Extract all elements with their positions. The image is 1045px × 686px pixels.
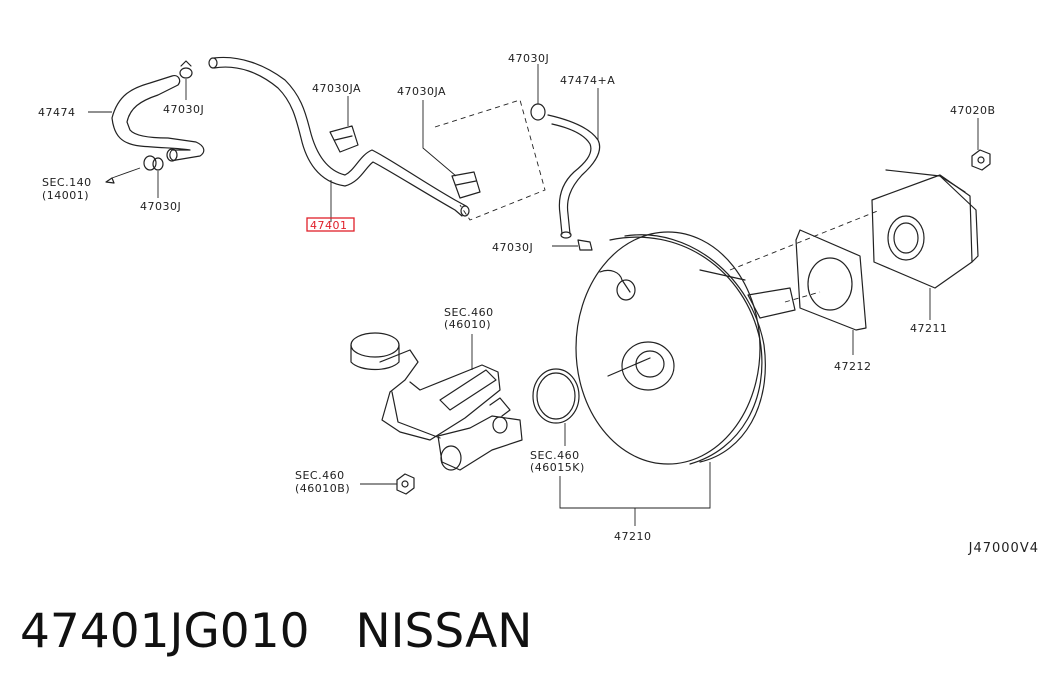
label-sec460-top-code: (46010) — [444, 318, 491, 331]
label-47401: 47401 — [310, 219, 348, 232]
label-47211: 47211 — [910, 322, 948, 335]
label-sec460-left: SEC.460 — [295, 469, 345, 482]
clamp-left-upper — [179, 60, 193, 79]
master-cylinder — [350, 332, 523, 471]
o-ring — [532, 368, 580, 424]
label-47030ja-2: 47030JA — [397, 85, 446, 98]
label-47030j-left-upper: 47030J — [163, 103, 204, 116]
label-sec460-top: SEC.460 — [444, 306, 494, 319]
clip-47030ja-2 — [451, 171, 481, 199]
label-sec140-code: (14001) — [42, 189, 89, 202]
nut-47020b — [971, 149, 991, 171]
part-number: 47401JG010 — [20, 603, 310, 659]
gasket-47212 — [795, 229, 867, 331]
label-sec460-mid: SEC.460 — [530, 449, 580, 462]
nut-46010b — [396, 473, 415, 495]
label-sec460-mid-code: (46015K) — [530, 461, 585, 474]
label-sec140: SEC.140 — [42, 176, 92, 189]
label-47030j-left-lower: 47030J — [140, 200, 181, 213]
hose-47474a — [530, 103, 601, 251]
label-47030j-top-right: 47030J — [508, 52, 549, 65]
label-47020b: 47020B — [950, 104, 996, 117]
parts-diagram: 47474 47030J SEC.140 (14001) 47030J 4703… — [38, 52, 996, 543]
clip-47030ja-1 — [329, 125, 359, 153]
brand-name: NISSAN — [355, 603, 533, 659]
hose-47474 — [111, 75, 205, 162]
label-sec460-left-code: (46010B) — [295, 482, 350, 495]
diagram-reference-code: J47000V4 — [968, 541, 1039, 556]
brake-booster-47210 — [575, 209, 881, 465]
label-47030ja-1: 47030JA — [312, 82, 361, 95]
label-47474a: 47474+A — [560, 74, 615, 87]
bracket-47211 — [871, 169, 979, 289]
footer: 47401JG010 NISSAN — [20, 596, 532, 666]
label-47474: 47474 — [38, 106, 76, 119]
clamp-left-lower — [143, 155, 164, 171]
label-47210: 47210 — [614, 530, 652, 543]
label-47030j-bottom: 47030J — [492, 241, 533, 254]
label-47212: 47212 — [834, 360, 872, 373]
hose-47401 — [208, 56, 470, 217]
